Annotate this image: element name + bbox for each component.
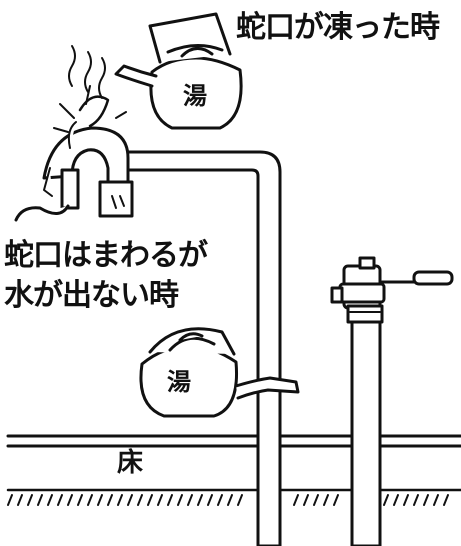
floor-lines	[6, 434, 461, 492]
ground-hatching	[7, 494, 449, 506]
main-pipe	[120, 150, 282, 546]
valve-handle	[358, 256, 454, 286]
valve-pipe	[330, 264, 386, 546]
caption-no-water-line1: 蛇口はまわるが	[4, 238, 208, 273]
caption-frozen-faucet: 蛇口が凍った時	[236, 10, 440, 45]
label-hot-water-bottom: 湯	[167, 368, 191, 396]
steam	[68, 45, 106, 99]
label-hot-water-top: 湯	[183, 82, 207, 110]
caption-no-water-line2: 水が出ない時	[4, 278, 179, 313]
frozen-faucet	[14, 85, 134, 222]
kettle-bottom	[139, 327, 300, 418]
label-floor: 床	[117, 448, 144, 478]
kettle-top	[114, 12, 243, 130]
